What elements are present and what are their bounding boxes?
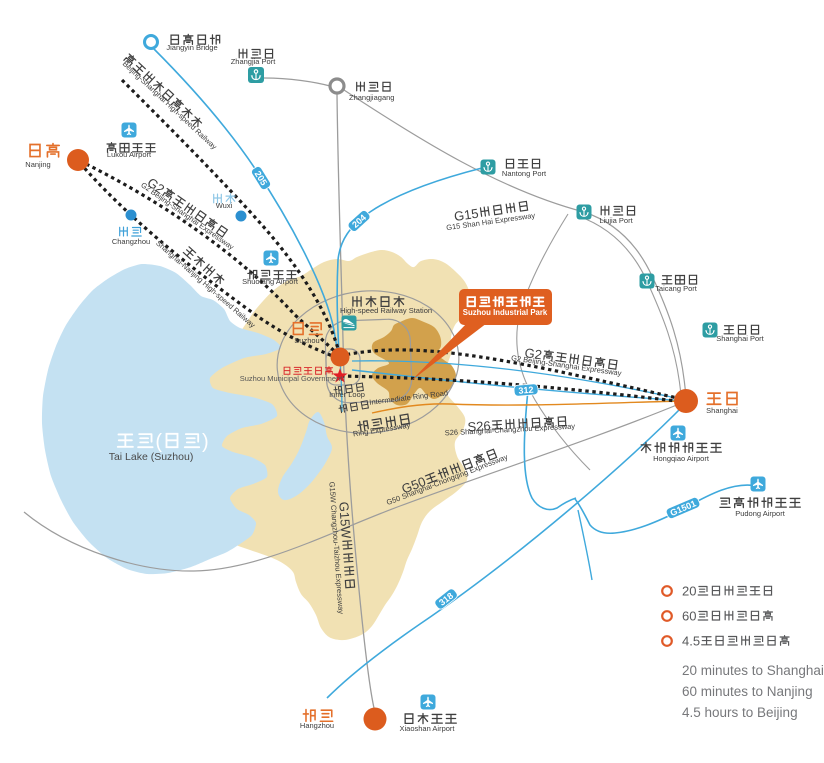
svg-text:20: 20 <box>682 584 696 599</box>
svg-text:Xiaoshan Airport: Xiaoshan Airport <box>399 724 455 733</box>
svg-text:Shuofang Airport: Shuofang Airport <box>242 277 299 286</box>
svg-text:Inner Loop: Inner Loop <box>329 390 365 399</box>
svg-text:60: 60 <box>682 609 696 624</box>
svg-text:Tai Lake (Suzhou): Tai Lake (Suzhou) <box>109 451 194 463</box>
svg-text:Suzhou Industrial Park: Suzhou Industrial Park <box>463 308 548 317</box>
svg-text:G2: G2 <box>524 345 543 362</box>
svg-text:Liujia Port: Liujia Port <box>599 216 633 225</box>
svg-text:Pudong Airport: Pudong Airport <box>735 509 786 518</box>
svg-text:High-speed Railway Station: High-speed Railway Station <box>340 306 432 315</box>
svg-text:Changzhou: Changzhou <box>112 237 150 246</box>
svg-text:Shanghai Port: Shanghai Port <box>716 334 764 343</box>
svg-text:Suzhou Municipal Government: Suzhou Municipal Government <box>240 374 343 383</box>
svg-text:Jiangyin Bridge: Jiangyin Bridge <box>166 43 217 52</box>
svg-text:(: ( <box>155 431 162 453</box>
svg-text:Wuxi: Wuxi <box>216 201 233 210</box>
svg-text:20 minutes to Shanghai: 20 minutes to Shanghai <box>682 663 824 678</box>
svg-text:Lukou Airport: Lukou Airport <box>107 150 152 159</box>
svg-text:Suzhou: Suzhou <box>294 336 319 345</box>
svg-text:Zhangjia Port: Zhangjia Port <box>231 57 277 66</box>
svg-text:Hangzhou: Hangzhou <box>300 721 334 730</box>
svg-text:4.5: 4.5 <box>682 634 700 649</box>
svg-text:): ) <box>202 431 209 453</box>
svg-text:G15: G15 <box>453 206 479 224</box>
svg-text:Hongqiao Airport: Hongqiao Airport <box>653 454 710 463</box>
svg-text:Zhangjiagang: Zhangjiagang <box>349 93 394 102</box>
svg-text:S26: S26 <box>467 418 491 434</box>
svg-text:312: 312 <box>518 385 534 396</box>
svg-text:Taicang Port: Taicang Port <box>655 284 698 293</box>
svg-text:Nanjing: Nanjing <box>25 160 50 169</box>
svg-text:4.5 hours to Beijing: 4.5 hours to Beijing <box>682 705 798 720</box>
svg-text:60 minutes to Nanjing: 60 minutes to Nanjing <box>682 684 813 699</box>
svg-text:Shanghai: Shanghai <box>706 406 738 415</box>
svg-text:Nantong Port: Nantong Port <box>502 169 547 178</box>
svg-text:G15W: G15W <box>336 501 354 540</box>
